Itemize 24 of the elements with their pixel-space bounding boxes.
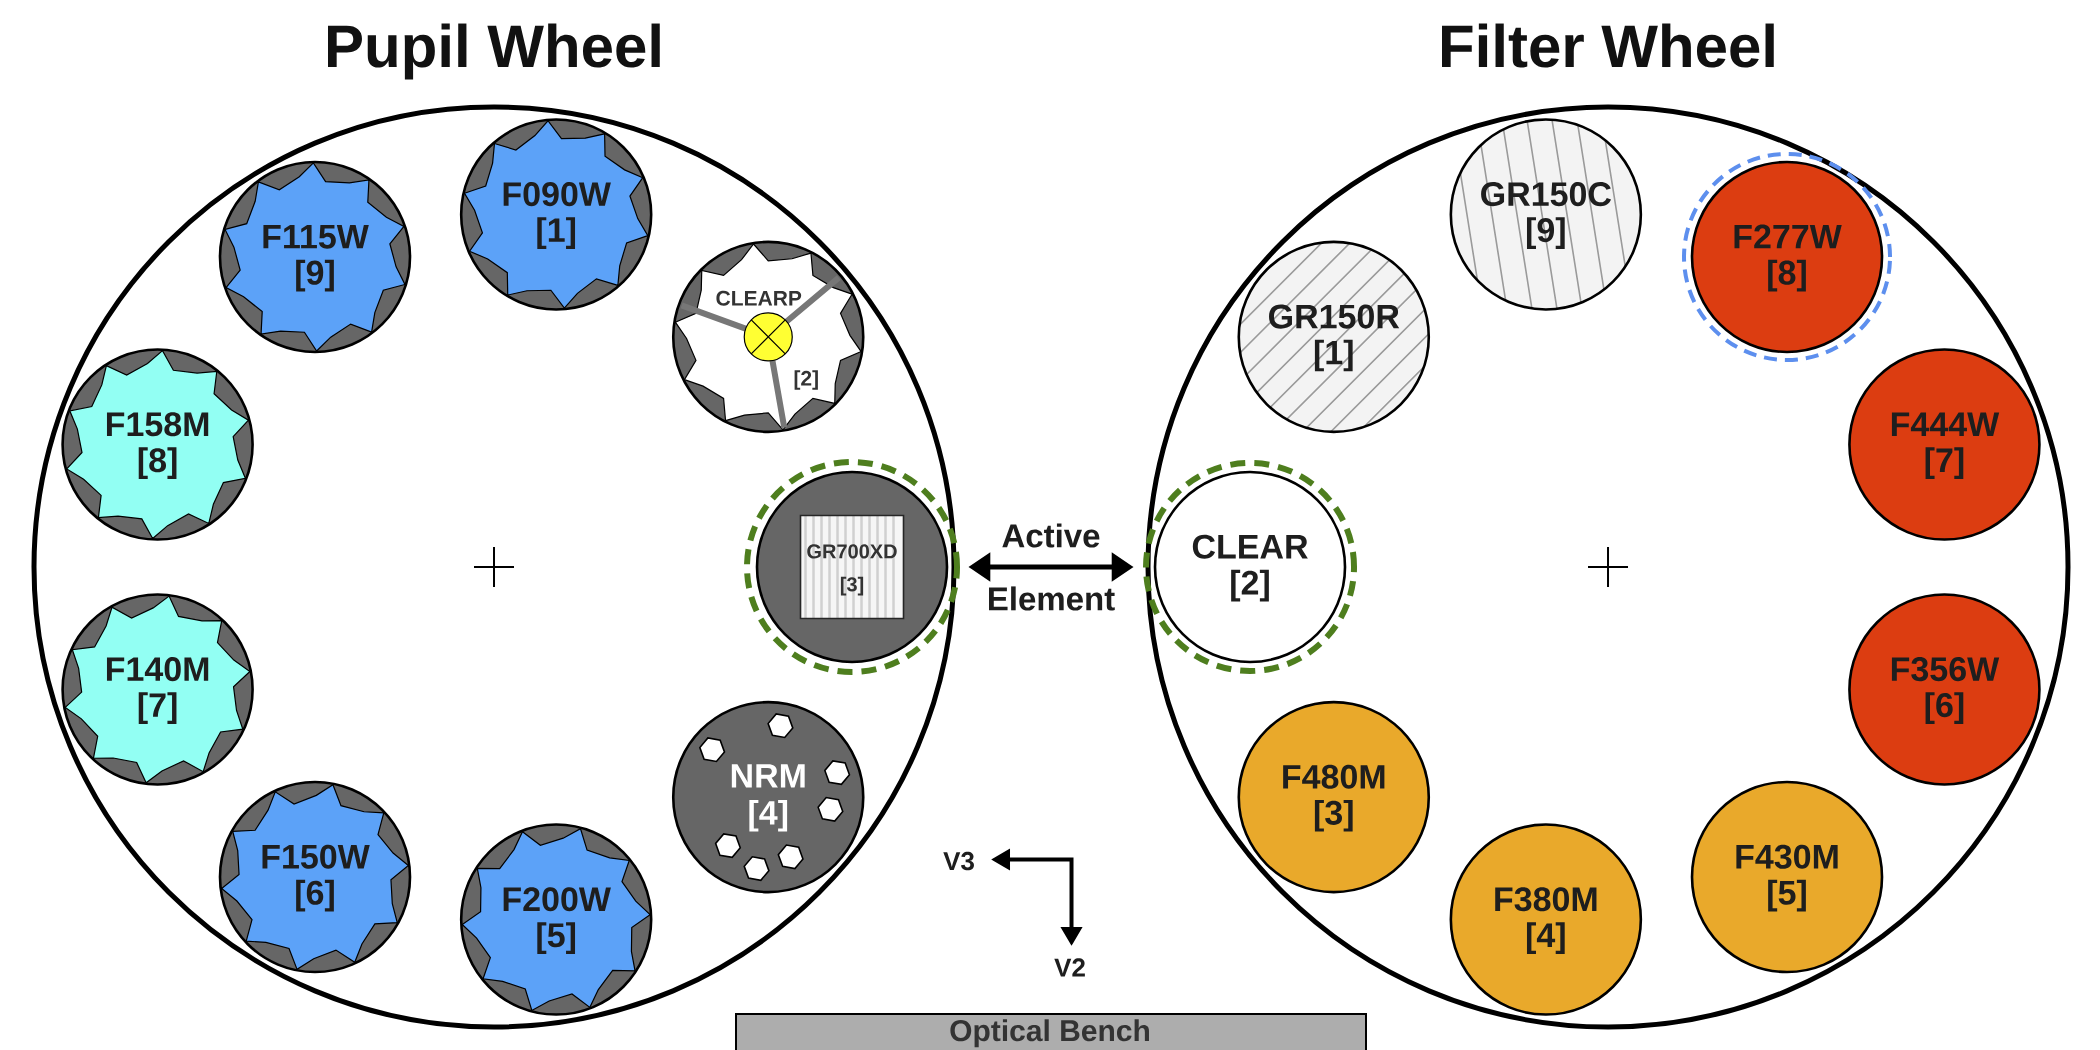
- filter-disc: F277W [8]: [1690, 160, 1884, 354]
- filter-disc: F430M [5]: [1690, 780, 1884, 974]
- mask-disc: NRM [4]: [671, 700, 865, 894]
- filter-disc: F480M [3]: [1237, 700, 1431, 894]
- toothed-disc: F150W [6]: [218, 780, 412, 974]
- edge-label: Active Element: [989, 523, 1115, 611]
- filter-disc: F356W [6]: [1848, 593, 2041, 786]
- axis-label: V2: [1054, 958, 1085, 977]
- toothed-disc: F200W [5]: [459, 823, 653, 1016]
- node-label: Pupil Wheel: [328, 23, 660, 80]
- node-label: Filter Wheel: [1442, 23, 1774, 68]
- bench-bar: Optical Bench: [735, 1013, 1367, 1050]
- filter-disc: CLEAR [2]: [1153, 470, 1347, 664]
- toothed-disc: F140M [7]: [61, 593, 254, 786]
- toothed-disc: F158M [8]: [61, 348, 254, 541]
- hatched-disc: GR150R [1]: [1237, 240, 1431, 434]
- toothed-disc: F090W [1]: [459, 118, 653, 311]
- toothed-disc: CLEARP [2]: [671, 240, 865, 434]
- hatched-disc: GR150C [9]: [1449, 118, 1643, 311]
- filter-disc: F444W [7]: [1848, 348, 2041, 541]
- filter-disc: F380M [4]: [1449, 823, 1643, 1016]
- grism-disc: GR700XD [3]: [755, 470, 949, 664]
- axis-label: V3: [943, 851, 974, 871]
- toothed-disc: F115W [9]: [218, 160, 412, 354]
